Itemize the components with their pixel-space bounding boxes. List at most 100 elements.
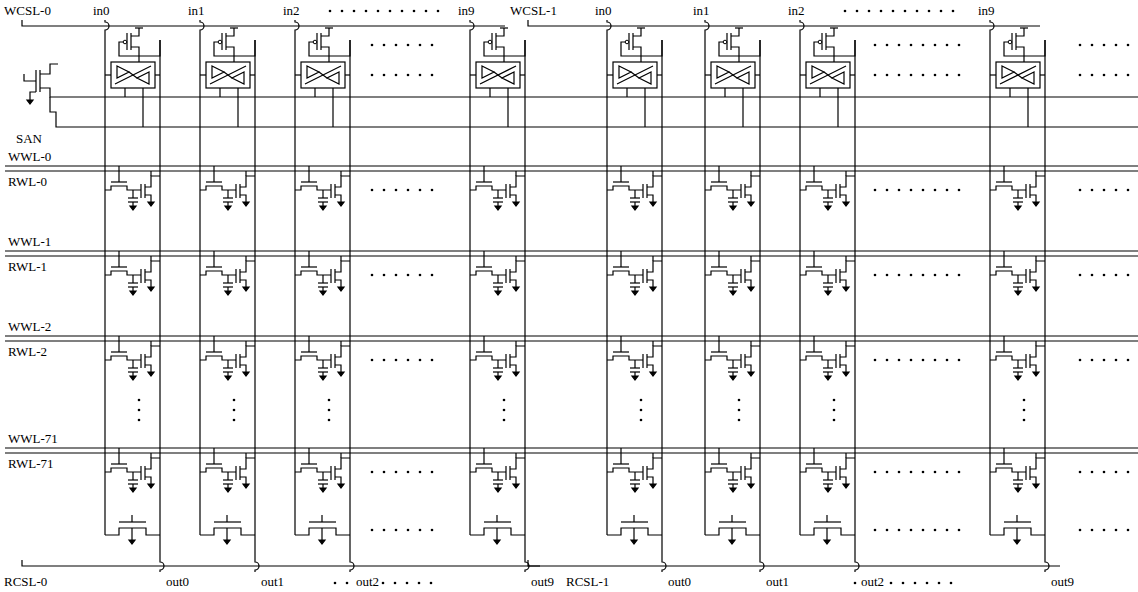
cell-write-transistor <box>213 336 214 352</box>
san-transistor <box>50 97 60 127</box>
cell-capacitor <box>227 275 228 283</box>
cell-read-transistor <box>340 453 341 458</box>
cell-write-transistor <box>200 356 236 360</box>
cell-read-transistor <box>330 466 331 480</box>
cell-write-transistor <box>620 336 621 352</box>
ellipsis-dot <box>328 409 331 412</box>
ground-symbol <box>513 372 519 376</box>
pmos-symbol <box>309 40 350 56</box>
cell-read-transistor <box>145 261 160 272</box>
cell-capacitor <box>318 282 328 283</box>
ground-symbol <box>243 202 249 206</box>
ground-symbol <box>225 488 231 492</box>
ellipsis-dot <box>233 419 236 422</box>
ellipsis-dot <box>934 471 937 474</box>
ground-symbol <box>1033 484 1039 488</box>
cell-read-transistor <box>235 184 236 198</box>
ground-symbol <box>730 206 736 210</box>
cell-read-transistor <box>647 195 653 202</box>
wire <box>124 88 125 97</box>
signal-label: in2 <box>788 3 805 18</box>
ground-symbol <box>825 206 831 210</box>
latch-box <box>206 62 250 88</box>
cell-capacitor <box>322 275 323 283</box>
ellipsis-dot <box>904 10 907 13</box>
ground-symbol <box>729 540 735 544</box>
write-word-line <box>5 250 1138 251</box>
inverter-symbol <box>619 66 631 78</box>
pmos-symbol <box>500 27 508 28</box>
wire <box>657 74 662 75</box>
cell-read-transistor <box>642 184 643 198</box>
cell-read-transistor <box>510 280 516 287</box>
latch-box <box>613 62 657 88</box>
ellipsis-dot <box>958 189 961 192</box>
pmos-symbol <box>321 47 329 62</box>
cell-read-transistor <box>335 280 341 287</box>
ellipsis-dot <box>910 529 913 532</box>
ellipsis-dot <box>328 399 331 402</box>
wire <box>850 74 855 75</box>
ground-symbol <box>1033 202 1039 206</box>
cell-capacitor <box>1013 282 1023 283</box>
cell-read-transistor <box>1030 365 1036 372</box>
cell-capacitor <box>1017 190 1018 198</box>
ellipsis-dot <box>898 359 901 362</box>
write-bit-line <box>470 20 474 535</box>
column-gate <box>1016 515 1017 522</box>
cell-read-transistor <box>239 269 240 283</box>
signal-label: in9 <box>978 3 995 18</box>
ellipsis-dot <box>419 359 422 362</box>
cell-read-transistor <box>515 453 516 458</box>
ellipsis-dot <box>898 44 901 47</box>
signal-label: in1 <box>693 3 710 18</box>
inverter-symbol <box>639 72 651 84</box>
ellipsis-dot <box>395 359 398 362</box>
ellipsis-dot <box>419 44 422 47</box>
inverter-symbol <box>115 66 151 84</box>
wire <box>1027 88 1028 127</box>
cell-read-transistor <box>745 280 751 287</box>
ellipsis-dot <box>346 582 349 585</box>
ground-symbol <box>495 488 501 492</box>
ground-symbol <box>495 206 501 210</box>
ellipsis-dot <box>431 529 434 532</box>
cell-read-transistor <box>652 171 653 176</box>
wire <box>470 74 476 75</box>
ellipsis-dot <box>1127 359 1130 362</box>
ellipsis-dot <box>1115 359 1118 362</box>
cell-capacitor <box>223 197 233 198</box>
cell-capacitor <box>497 360 498 368</box>
cell-read-transistor <box>334 466 335 480</box>
cell-read-transistor <box>245 453 246 458</box>
ellipsis-dot <box>1091 189 1094 192</box>
ellipsis-dot <box>640 409 643 412</box>
cell-read-transistor <box>330 354 331 368</box>
cell-read-transistor <box>1029 466 1030 480</box>
ellipsis-dot <box>856 10 859 13</box>
signal-label: WWL-2 <box>8 319 51 334</box>
cell-capacitor <box>630 367 640 368</box>
ground-symbol <box>513 372 519 376</box>
ellipsis-dot <box>738 419 741 422</box>
cell-read-transistor <box>140 269 141 283</box>
cell-write-transistor <box>200 468 236 472</box>
ellipsis-dot <box>958 471 961 474</box>
signal-label: WWL-0 <box>8 149 51 164</box>
cell-read-transistor <box>745 365 751 372</box>
write-word-line <box>5 335 1138 336</box>
cell-write-transistor <box>607 468 643 472</box>
read-bit-line <box>350 40 354 572</box>
ellipsis-dot <box>922 189 925 192</box>
cell-read-transistor <box>240 346 255 357</box>
ground-symbol <box>650 372 656 376</box>
ground-symbol <box>319 540 325 544</box>
pmos-symbol <box>226 28 234 36</box>
cell-read-transistor <box>839 466 840 480</box>
cell-read-transistor <box>1030 346 1045 357</box>
ground-symbol <box>495 488 501 492</box>
pmos-symbol <box>621 40 662 56</box>
ellipsis-dot <box>334 582 337 585</box>
ground-symbol <box>338 372 344 376</box>
ground-symbol <box>650 202 656 206</box>
